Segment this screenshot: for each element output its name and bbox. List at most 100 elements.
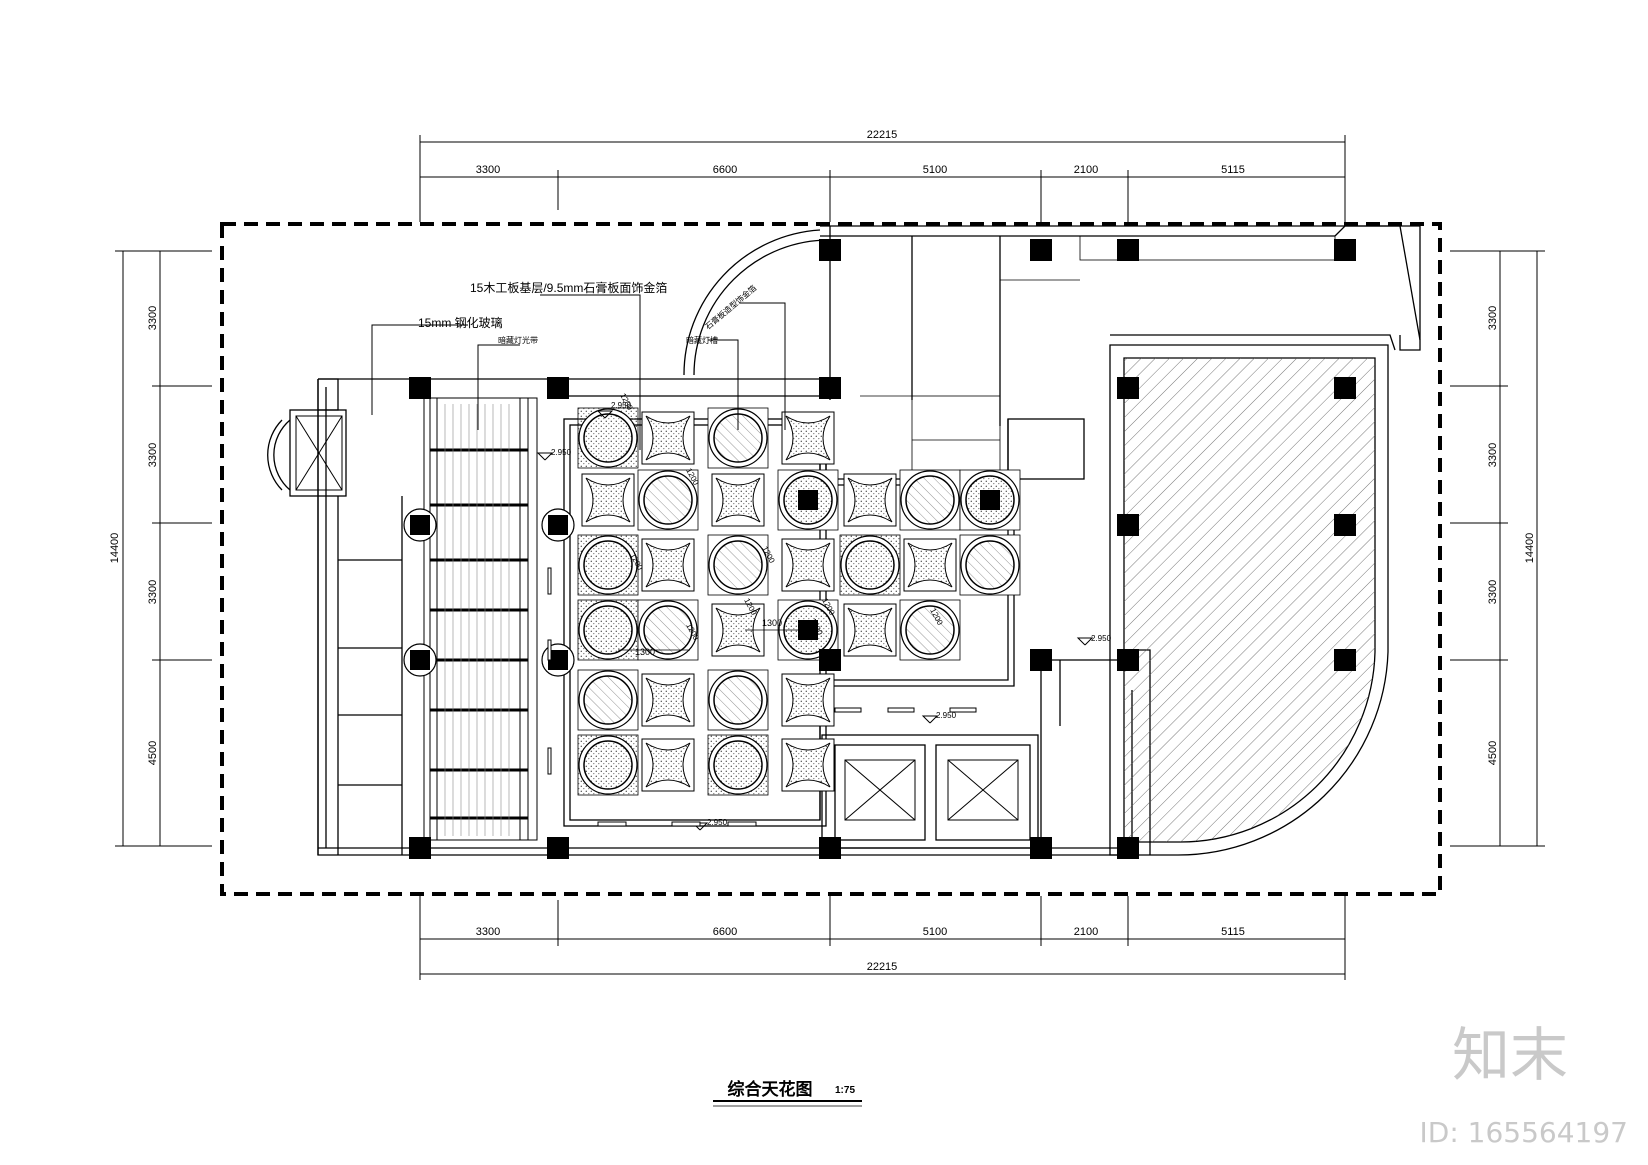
light-strips (547, 567, 977, 827)
watermark-brand: 知末 (1452, 1021, 1568, 1089)
circular-panel (577, 534, 639, 596)
column (1117, 649, 1139, 671)
column (1030, 239, 1052, 261)
circular-panel (899, 599, 961, 661)
concave-square-panel (581, 473, 635, 527)
dim-top-seg-1: 3300 (476, 164, 500, 176)
concave-square-panel (641, 673, 695, 727)
round-column (403, 643, 437, 677)
left-bay-void (295, 415, 343, 491)
watermark-id: ID: 165564197 (1420, 1116, 1628, 1149)
dim-bottom-total: 22215 (867, 961, 898, 973)
circular-panel (577, 669, 639, 731)
concave-square-panel (903, 538, 957, 592)
dim-top-total: 22215 (867, 129, 898, 141)
circular-panel (707, 534, 769, 596)
concave-square-panel (781, 411, 835, 465)
column (547, 837, 569, 859)
dim-right-seg-3: 3300 (1487, 580, 1499, 604)
left-dimension-chain (115, 250, 212, 847)
site-boundary (220, 222, 1442, 896)
circular-panel (577, 599, 639, 661)
dim-top-seg-2: 6600 (713, 164, 737, 176)
circular-panel (637, 599, 699, 661)
round-column (541, 643, 575, 677)
circular-panel (707, 669, 769, 731)
level-mark-1: 2.950 (611, 401, 632, 410)
column (1117, 239, 1139, 261)
column (409, 837, 431, 859)
concave-square-panel (711, 473, 765, 527)
concave-square-panel (781, 538, 835, 592)
dim-top-seg-3: 5100 (923, 164, 947, 176)
circular-panel (637, 469, 699, 531)
dim-right-seg-4: 4500 (1487, 741, 1499, 765)
note-backlit: 暗藏灯光带 (498, 335, 538, 345)
dim-top-seg-5: 5115 (1221, 164, 1245, 176)
column (547, 377, 569, 399)
drawing-scale: 1:75 (835, 1085, 855, 1096)
circular-panel (839, 534, 901, 596)
circular-panel (577, 407, 639, 469)
dim-right-total: 14400 (1524, 533, 1536, 564)
concave-square-panel (843, 603, 897, 657)
circular-panel (899, 469, 961, 531)
right-dimension-chain (1450, 250, 1545, 847)
concave-square-panel (641, 538, 695, 592)
note-ceiling-material: 15木工板基层/9.5mm石膏板面饰金箔 (470, 280, 667, 295)
hatched-room (1124, 358, 1375, 842)
column (1117, 514, 1139, 536)
dim-top-seg-4: 2100 (1074, 164, 1098, 176)
spacing-mark-2: 1300 (635, 647, 655, 657)
bottom-dimension-chain (419, 896, 1346, 980)
circular-panel (707, 734, 769, 796)
concave-square-panel (781, 673, 835, 727)
leader-lines (371, 294, 786, 450)
top-dimension-chain (419, 135, 1346, 222)
column (1334, 514, 1356, 536)
column (1030, 649, 1052, 671)
glass-corridor-bars (430, 448, 528, 820)
dim-bottom-seg-1: 3300 (476, 926, 500, 938)
column (1334, 649, 1356, 671)
concave-square-panel (641, 411, 695, 465)
spacing-dim-lines (618, 629, 810, 651)
glass-corridor-lines (444, 404, 510, 836)
circular-panel (959, 534, 1021, 596)
concave-square-panel (641, 738, 695, 792)
circular-panel (577, 734, 639, 796)
level-mark-5: 2.950 (707, 818, 728, 827)
column (1334, 239, 1356, 261)
level-mark-4: 2.950 (936, 711, 957, 720)
top-corridor-grid (860, 235, 1336, 485)
circular-panel (777, 469, 839, 531)
column (1117, 837, 1139, 859)
dim-left-seg-2: 3300 (147, 443, 159, 467)
drawing-title: 综合天花图 (728, 1079, 813, 1099)
dim-left-seg-4: 4500 (147, 741, 159, 765)
dim-left-seg-3: 3300 (147, 580, 159, 604)
column (1030, 837, 1052, 859)
dim-left-seg-1: 3300 (147, 306, 159, 330)
dim-left-total: 14400 (109, 533, 121, 564)
note-steel-glass: 15mm 钢化玻璃 (418, 316, 503, 330)
round-column (541, 508, 575, 542)
dim-bottom-seg-4: 2100 (1074, 926, 1098, 938)
dim-bottom-seg-2: 6600 (713, 926, 737, 938)
dim-bottom-seg-5: 5115 (1221, 926, 1245, 938)
column (1117, 377, 1139, 399)
concave-square-panel (843, 473, 897, 527)
column (1334, 377, 1356, 399)
lift-shafts (844, 759, 1019, 821)
column (819, 239, 841, 261)
column (819, 377, 841, 399)
column (409, 377, 431, 399)
note-lamp-trough: 暗藏灯槽 (686, 335, 718, 345)
level-mark-3: 2.950 (1091, 634, 1112, 643)
level-markers (536, 410, 1094, 831)
dim-right-seg-1: 3300 (1487, 306, 1499, 330)
concave-square-panel (711, 603, 765, 657)
glass-corridor (423, 397, 538, 841)
